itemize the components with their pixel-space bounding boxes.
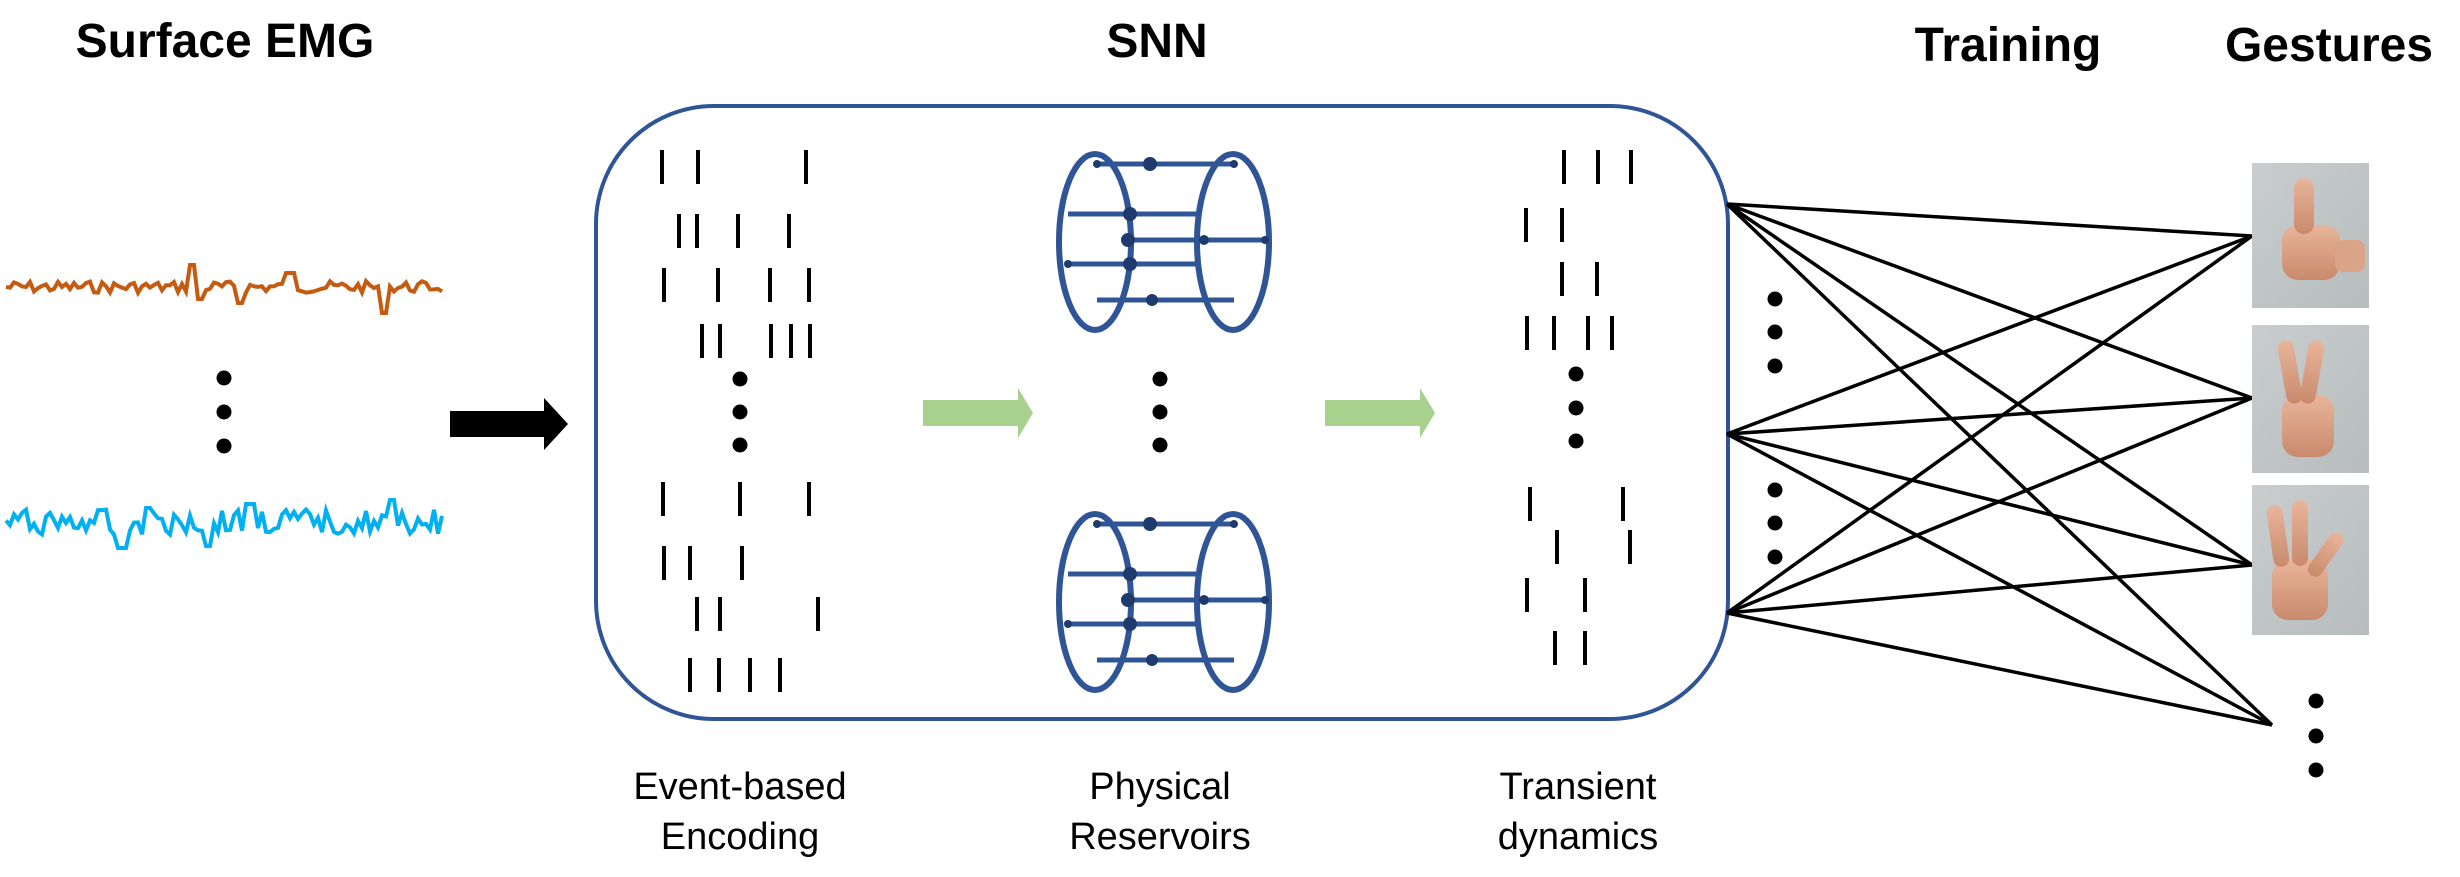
heading-snn: SNN xyxy=(1106,15,1207,68)
training-connections xyxy=(1725,202,2274,727)
emg-ellipsis-dots xyxy=(216,370,232,454)
emg-signal-top xyxy=(5,263,444,315)
output-node-ellipsis-upper xyxy=(1767,291,1783,374)
caption-transient: Transient xyxy=(1500,766,1657,808)
gesture-image-thumbs-up xyxy=(2252,163,2369,308)
green-arrow-2 xyxy=(1325,388,1435,438)
output-node-ellipsis-lower xyxy=(1767,482,1783,565)
caption-physical: Physical xyxy=(1089,766,1231,808)
physical-reservoir-bottom xyxy=(1056,511,1272,693)
caption-reservoirs: Reservoirs xyxy=(1069,816,1251,858)
physical-reservoir-top xyxy=(1056,151,1272,333)
heading-training: Training xyxy=(1915,19,2102,72)
gesture-image-two-fingers xyxy=(2252,325,2369,473)
gesture-image-three-fingers xyxy=(2252,485,2369,635)
gestures-ellipsis-dots xyxy=(2308,693,2324,778)
reservoir-ellipsis-dots xyxy=(1152,371,1168,453)
heading-surface-emg: Surface EMG xyxy=(76,15,375,68)
green-arrow-1 xyxy=(923,388,1033,438)
caption-dynamics: dynamics xyxy=(1498,816,1659,858)
caption-event-based: Event-based xyxy=(633,766,846,808)
encoding-ellipsis-dots xyxy=(732,371,748,453)
heading-gestures: Gestures xyxy=(2225,19,2433,72)
caption-encoding: Encoding xyxy=(661,816,819,858)
input-arrow xyxy=(450,398,568,450)
dynamics-ellipsis-dots xyxy=(1568,366,1584,449)
snn-container xyxy=(594,104,1730,721)
spike-raster-encoding xyxy=(660,150,820,692)
spike-raster-dynamics xyxy=(1524,150,1633,665)
emg-signal-bottom xyxy=(4,498,444,550)
